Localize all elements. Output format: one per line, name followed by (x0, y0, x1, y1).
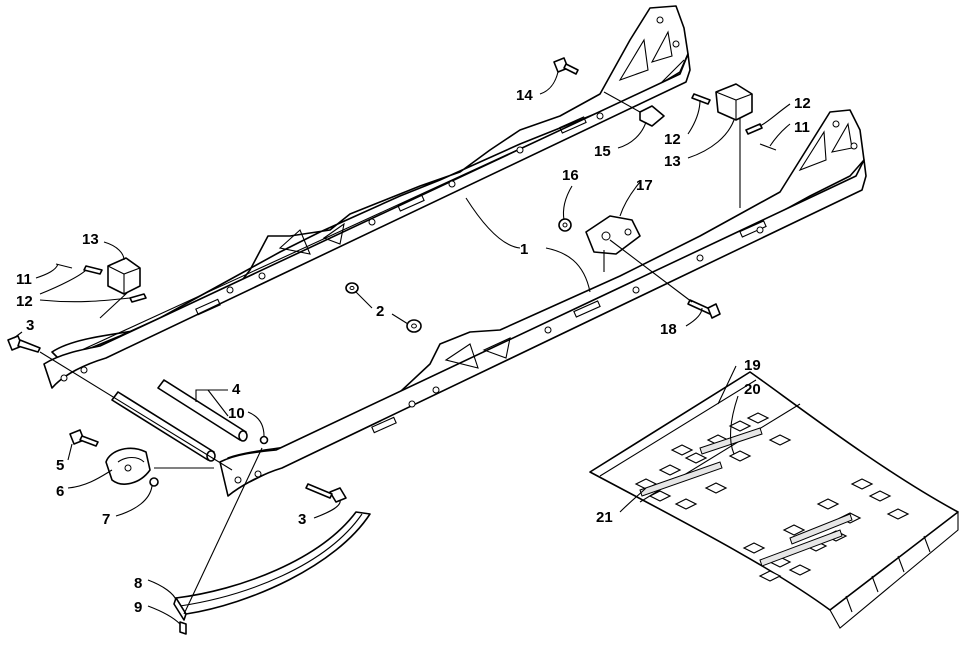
callout-6: 6 (56, 483, 64, 500)
nut-10 (259, 435, 269, 445)
screw-9 (179, 621, 187, 635)
callout-7: 7 (102, 511, 110, 528)
callout-16: 16 (562, 167, 579, 184)
callout-12-left: 12 (16, 293, 33, 310)
wear-strip (173, 511, 371, 621)
bolt-18 (687, 299, 721, 319)
bracket-17 (585, 215, 641, 255)
callout-12-right-top: 12 (794, 95, 811, 112)
bolt-left (7, 335, 41, 353)
callout-20: 20 (744, 381, 761, 398)
rear-slide-rail (43, 5, 691, 389)
callout-17: 17 (636, 177, 653, 194)
bumper-block (105, 447, 151, 485)
callout-9: 9 (134, 599, 142, 616)
nut-16 (558, 218, 572, 232)
front-slide-rail (219, 109, 867, 497)
leader-lines (13, 71, 791, 625)
callout-21: 21 (596, 509, 613, 526)
callout-1: 1 (520, 241, 528, 258)
clip-right (691, 83, 777, 151)
washers (345, 282, 422, 333)
callout-8: 8 (134, 575, 142, 592)
callout-2: 2 (376, 303, 384, 320)
bolt-bottom (305, 483, 347, 503)
nut-7 (149, 477, 159, 487)
callout-labels: 1 2 3 3 4 5 6 7 8 9 10 11 11 12 12 12 13… (16, 87, 811, 616)
callout-13-left: 13 (82, 231, 99, 248)
callout-13-right: 13 (664, 153, 681, 170)
callout-11-left: 11 (16, 271, 32, 288)
callout-4: 4 (232, 381, 241, 398)
callout-15: 15 (594, 143, 611, 160)
bushing-15 (639, 105, 665, 127)
callout-5: 5 (56, 457, 64, 474)
callout-3-left: 3 (26, 317, 34, 334)
bolt-14 (553, 57, 579, 75)
callout-18: 18 (660, 321, 677, 338)
callout-3-bottom: 3 (298, 511, 306, 528)
callout-10: 10 (228, 405, 245, 422)
callout-14: 14 (516, 87, 533, 104)
bolt-5 (69, 429, 99, 447)
track (589, 371, 959, 629)
callout-19: 19 (744, 357, 761, 374)
callout-12-right: 12 (664, 131, 681, 148)
callout-11-right: 11 (794, 119, 810, 136)
clip-left (55, 257, 147, 303)
